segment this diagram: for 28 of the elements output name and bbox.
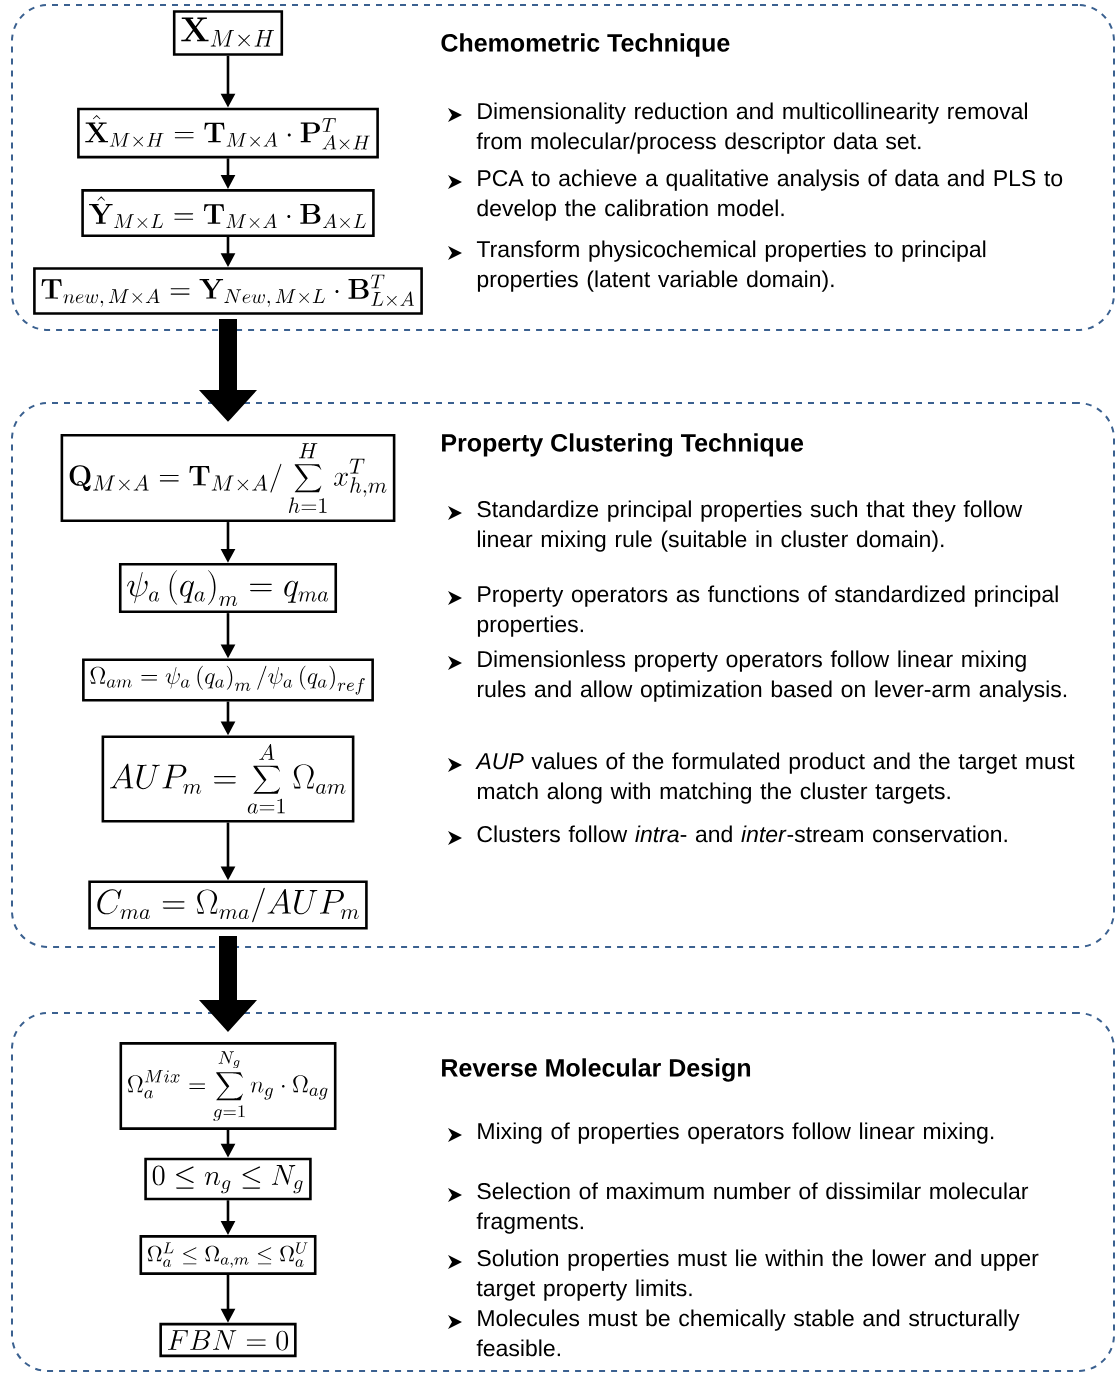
formula-box: $AUP_{m}=\sum_{a=1}^{A}\Omega_{am}$ bbox=[101, 735, 355, 823]
bullet-text: Mixing of properties operators follow linear mixing. bbox=[478, 1122, 994, 1144]
bullet-text: PCA to achieve a qualitative analysis of data and PLS to develop the calibration model. bbox=[477, 169, 1063, 221]
formula-box: $\mathbf{X}_{M\times H}$ bbox=[172, 10, 284, 56]
formula-box: $FBN=0$ bbox=[159, 1322, 297, 1358]
formula-box: $\psi_{a}\left(q_{a}\right)_{m}=q_{ma}$ bbox=[118, 562, 338, 614]
bullet-text: AUP values of the formulated product and the target must match along with matching the cluster targets. bbox=[475, 752, 1075, 804]
formula-box: $\Omega_{a}^{Mix}=\sum_{g=1}^{N_{g}}n_{g}\cdot\Omega_{ag}$ bbox=[119, 1042, 337, 1130]
formula-box: $C_{ma}=\Omega_{ma}\big/AUP_{m}$ bbox=[88, 880, 368, 930]
formula-box: $\hat{\mathbf{Y}}_{M\times L}=\mathbf{T}_{M\times A}\cdot\mathbf{B}_{A\times L}$ bbox=[81, 189, 375, 237]
panel-heading: Property Clustering Technique bbox=[442, 433, 804, 457]
formula-box: $\Omega_{am}=\psi_{a}\left(q_{a}\right)_{m}\big/\psi_{a}\left(q_{a}\right)_{ref}$ bbox=[82, 658, 374, 702]
bullet-text: Selection of maximum number of dissimilar molecular fragments. bbox=[476, 1182, 1029, 1234]
bullet-text: Dimensionless property operators follow linear mixing rules and allow optimization based on lever-arm analysis. bbox=[477, 650, 1067, 702]
bullet-text: Transform physicochemical properties to principal properties (latent variable domain). bbox=[476, 240, 986, 292]
bullet-text: Clusters follow intra- and inter-stream conservation. bbox=[477, 825, 1007, 843]
formula-box: $\mathbf{Q}_{M\times A}=\mathbf{T}_{M\times A}\Big/\sum_{h=1}^{H}x^{T}_{h,m}$ bbox=[60, 433, 396, 523]
formula-box: $0\le n_{g}\le N_{g}$ bbox=[144, 1157, 312, 1201]
formula-box: $\hat{\mathbf{X}}_{M\times H}=\mathbf{T}_{M\times A}\cdot\mathbf{P}^{T}_{A\times H}$ bbox=[77, 107, 379, 159]
bullet-text: Property operators as functions of standardized principal properties. bbox=[477, 585, 1058, 637]
bullet-text: Solution properties must lie within the lower and upper target property limits. bbox=[476, 1249, 1039, 1301]
panel-heading: Chemometric Technique bbox=[441, 33, 730, 57]
formula-box: $\mathbf{T}_{new,\,M\times A}=\mathbf{Y}_{New,\,M\times L}\cdot\mathbf{B}^{T}_{L\times A}$ bbox=[33, 267, 423, 315]
bullet-text: Dimensionality reduction and multicollinearity removal from molecular/process descriptor data set. bbox=[476, 102, 1027, 154]
panel-heading: Reverse Molecular Design bbox=[442, 1058, 751, 1082]
bullet-text: Molecules must be chemically stable and structurally feasible. bbox=[476, 1309, 1020, 1357]
formula-box: $\Omega_{a}^{L}\le\Omega_{a,m}\le\Omega_{a}^{U}$ bbox=[139, 1235, 317, 1275]
bullet-text: Standardize principal properties such that they follow linear mixing rule (suitable in cluster domain). bbox=[477, 500, 1023, 552]
